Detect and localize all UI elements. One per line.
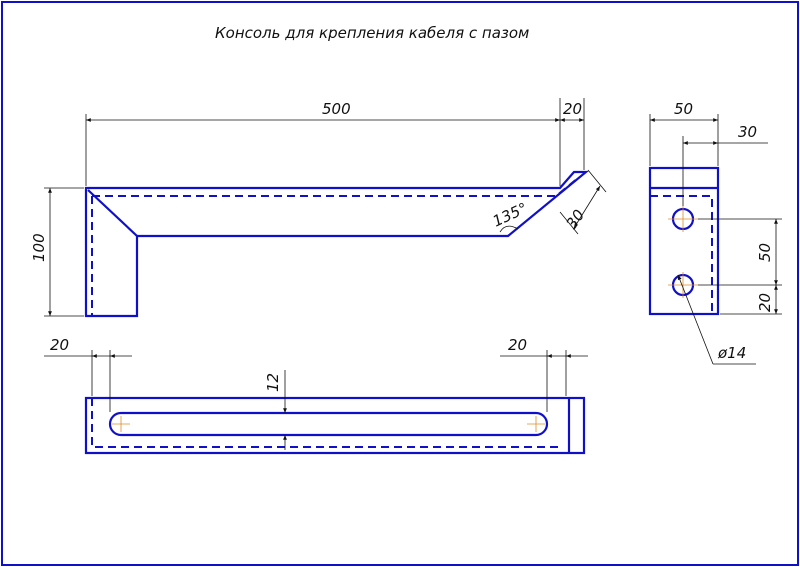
side-view-hidden-lines (650, 195, 713, 314)
side-dim-hole-diameter: ø14 (717, 344, 746, 362)
top-dim-slot: 12 (264, 373, 282, 392)
top-view-outline (84, 396, 586, 455)
top-dim-left: 20 (50, 336, 69, 354)
side-view: 50 30 50 20 ø14 (648, 100, 782, 365)
drawing-title: Консоль для крепления кабеля с пазом (215, 24, 529, 42)
front-view-hidden-horizontal (92, 177, 579, 197)
top-view-slot (108, 411, 549, 437)
side-view-outline (648, 166, 720, 316)
front-view: 500 20 100 135° 30 (30, 98, 607, 318)
front-dim-width: 30 (563, 206, 589, 232)
dim-arc-135 (499, 225, 519, 233)
side-dim-hole-spacing: 50 (756, 243, 774, 262)
side-dim-hole-offset: 30 (738, 123, 757, 141)
leader-hole-diameter (677, 274, 714, 365)
dim-line-30-diagonal (573, 185, 601, 229)
top-dim-right: 20 (508, 336, 527, 354)
front-dim-tip: 20 (563, 100, 582, 118)
top-view-hidden-lines (91, 398, 563, 448)
top-view: 20 20 12 (44, 336, 588, 455)
front-view-chamfer-line (87, 189, 138, 237)
side-dim-bottom: 20 (756, 293, 774, 312)
front-dim-height: 100 (30, 233, 48, 262)
front-view-outline (84, 170, 590, 318)
side-dim-width: 50 (674, 100, 693, 118)
front-dim-length: 500 (322, 100, 351, 118)
